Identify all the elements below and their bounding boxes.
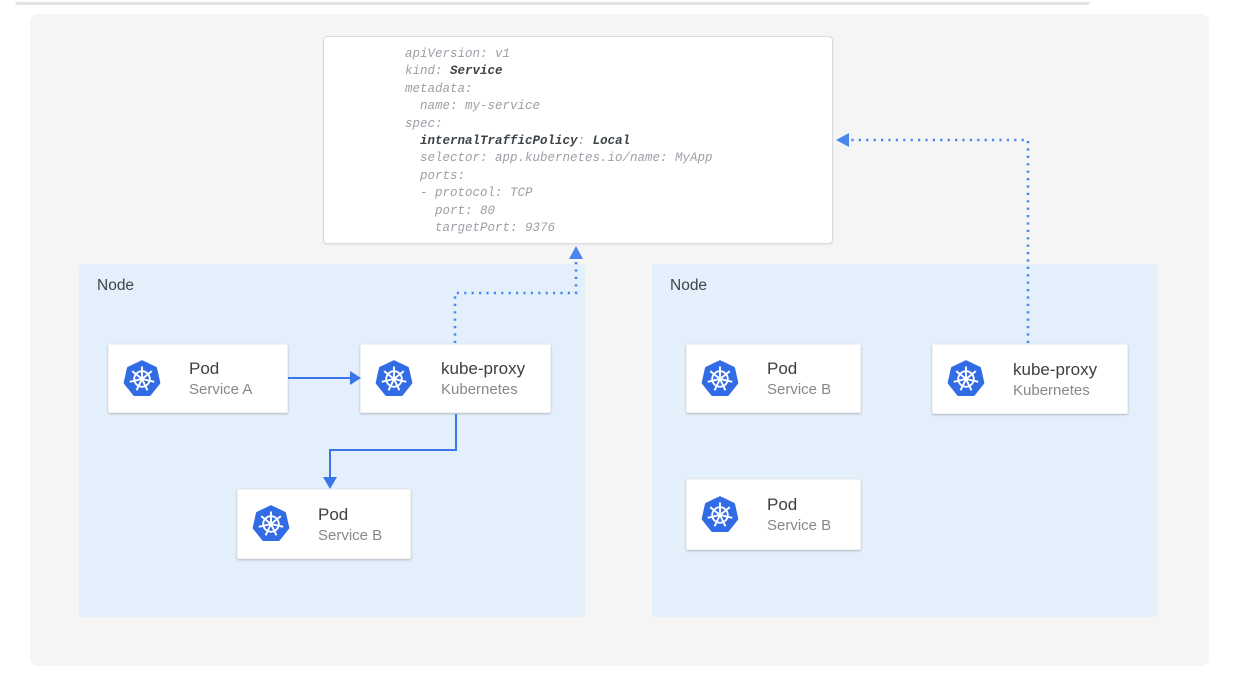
card-title: kube-proxy bbox=[441, 359, 526, 378]
card-subtitle: Service A bbox=[189, 381, 253, 398]
card-subtitle: Service B bbox=[767, 381, 832, 398]
card-text: Pod Service B bbox=[318, 504, 382, 545]
card-title: Pod bbox=[318, 504, 349, 524]
card-subtitle: Kubernetes bbox=[441, 381, 518, 398]
card-text: kube-proxy Kubernetes bbox=[1013, 359, 1097, 400]
code-line: - protocol: TCP bbox=[405, 186, 533, 201]
code-line: metadata: bbox=[405, 81, 473, 96]
pod-service-b-right-top-card: Pod Service B bbox=[686, 344, 861, 413]
card-text: Pod Service B bbox=[767, 358, 831, 399]
card-text: kube-proxy Kubernetes bbox=[441, 358, 525, 399]
kubernetes-icon bbox=[947, 359, 985, 399]
code-line: selector: app.kubernetes.io/name: MyApp bbox=[405, 151, 713, 166]
kube-proxy-right-card: kube-proxy Kubernetes bbox=[932, 344, 1128, 414]
kubernetes-icon bbox=[375, 359, 413, 399]
code-line: spec: bbox=[405, 116, 443, 131]
yaml-code: apiVersion: v1 kind: Service metadata: n… bbox=[405, 46, 824, 237]
card-title: Pod bbox=[767, 495, 798, 514]
pod-service-b-right-bottom-card: Pod Service B bbox=[686, 479, 861, 550]
node-left: Node Pod Service A kube-proxy Kubernetes… bbox=[79, 264, 585, 617]
card-title: Pod bbox=[767, 359, 798, 378]
code-line: internalTrafficPolicy: Local bbox=[420, 134, 631, 149]
code-line: apiVersion: v1 bbox=[405, 47, 511, 61]
code-line: kind: Service bbox=[405, 64, 503, 79]
kube-proxy-left-card: kube-proxy Kubernetes bbox=[360, 344, 551, 413]
card-subtitle: Kubernetes bbox=[1013, 381, 1090, 399]
node-right: Node Pod Service B kube-proxy Kubernetes… bbox=[652, 264, 1157, 617]
kubernetes-icon bbox=[252, 504, 290, 544]
code-line: port: 80 bbox=[405, 203, 496, 218]
kubernetes-icon bbox=[701, 495, 739, 535]
card-subtitle: Service B bbox=[767, 517, 832, 534]
card-text: Pod Service B bbox=[767, 494, 831, 535]
code-line: ports: bbox=[405, 168, 466, 183]
kubernetes-icon bbox=[701, 359, 739, 399]
kubernetes-icon bbox=[123, 359, 161, 399]
card-text: Pod Service A bbox=[189, 358, 252, 399]
node-label: Node bbox=[97, 277, 135, 294]
top-divider bbox=[15, 2, 1090, 5]
pod-service-b-left-card: Pod Service B bbox=[237, 489, 411, 559]
code-line: targetPort: 9376 bbox=[405, 221, 556, 236]
node-label: Node bbox=[670, 277, 708, 294]
service-yaml-card: apiVersion: v1 kind: Service metadata: n… bbox=[323, 36, 833, 244]
pod-service-a-card: Pod Service A bbox=[108, 344, 288, 413]
card-title: Pod bbox=[189, 359, 220, 378]
card-subtitle: Service B bbox=[318, 526, 383, 544]
code-line: name: my-service bbox=[405, 99, 541, 114]
card-title: kube-proxy bbox=[1013, 359, 1098, 379]
